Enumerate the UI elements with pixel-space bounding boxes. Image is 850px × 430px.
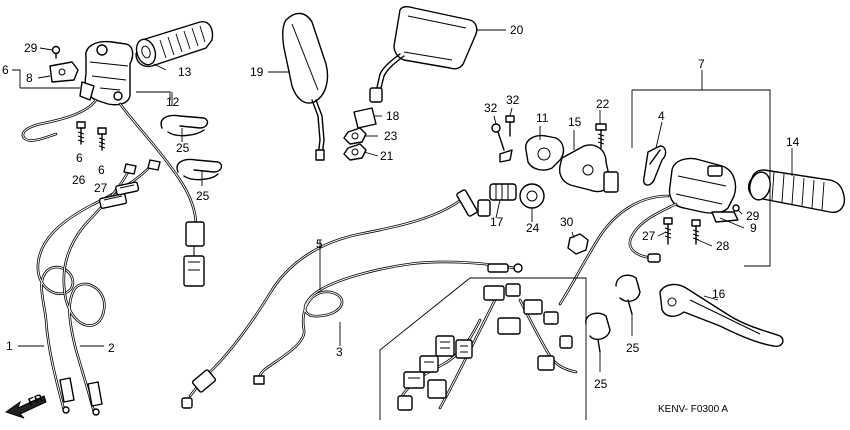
screw-27-right — [663, 217, 673, 245]
callout-14: 14 — [786, 135, 800, 149]
callout-27-left: 27 — [94, 181, 108, 195]
right-switch-harness — [558, 194, 678, 306]
callout-29-right: 29 — [746, 209, 760, 223]
front-direction-arrow: FR. — [4, 391, 48, 419]
callout-25-b: 25 — [196, 189, 210, 203]
right-mirror — [369, 5, 478, 103]
switch-bracket-8 — [49, 61, 79, 83]
callout-12: 12 — [166, 95, 180, 109]
callout-18: 18 — [386, 109, 400, 123]
callout-6-b: 6 — [76, 151, 83, 165]
callout-labels: 29 6 8 13 12 25 25 6 26 6 27 1 2 19 20 1… — [2, 23, 800, 391]
spring-pin — [499, 149, 513, 163]
right-grip — [747, 169, 846, 213]
lever-clamp-25-upper — [615, 274, 641, 315]
callout-19: 19 — [250, 65, 264, 79]
callout-29-left: 29 — [24, 41, 38, 55]
callout-6-c: 6 — [98, 163, 105, 177]
cable-clamp-upper — [160, 114, 209, 137]
throttle-housing-11 — [525, 134, 565, 171]
callout-25-a: 25 — [176, 141, 190, 155]
callout-21: 21 — [380, 149, 394, 163]
callout-1: 1 — [6, 339, 13, 353]
callout-20: 20 — [510, 23, 524, 37]
callout-30: 30 — [560, 215, 574, 229]
screw-26 — [76, 121, 86, 145]
right-handlebar-switch — [668, 157, 737, 214]
diagram-code: KENV- F0300 A — [658, 404, 728, 415]
callout-26: 26 — [72, 173, 86, 187]
throttle-cable-1 — [36, 159, 161, 414]
callout-3: 3 — [336, 345, 343, 359]
switch-plate-9 — [711, 211, 739, 223]
callout-25-c: 25 — [626, 341, 640, 355]
callout-16: 16 — [712, 287, 726, 301]
group-box-7 — [631, 89, 771, 267]
callout-11: 11 — [536, 111, 549, 125]
callout-15: 15 — [568, 115, 582, 129]
mirror-adapter-18 — [353, 107, 377, 129]
callout-7: 7 — [698, 57, 705, 71]
nut-21 — [343, 143, 367, 161]
wire-harness — [397, 283, 578, 411]
callout-28: 28 — [716, 239, 730, 253]
screw-32-right — [505, 115, 515, 137]
screw-27-left — [97, 127, 107, 151]
callout-5: 5 — [316, 237, 323, 251]
callout-2: 2 — [108, 341, 115, 355]
callout-32-left: 32 — [484, 101, 498, 115]
cable-adjusters — [98, 181, 140, 209]
nut-23 — [343, 127, 367, 145]
cable-3 — [253, 260, 523, 385]
callout-6-left: 6 — [2, 63, 9, 77]
callout-25-d: 25 — [594, 377, 608, 391]
front-indicator-label: FR. — [27, 391, 48, 409]
collar-17 — [489, 183, 517, 201]
pulley-24 — [519, 183, 545, 209]
throttle-housing-15 — [558, 144, 619, 193]
throttle-cable-2 — [62, 163, 137, 416]
screw-28 — [691, 219, 701, 245]
callout-32-right: 32 — [506, 93, 520, 107]
throttle-grip — [135, 21, 214, 68]
callout-23: 23 — [384, 129, 398, 143]
callout-27-right: 27 — [642, 229, 656, 243]
clutch-cable-5 — [181, 189, 491, 409]
screw-29-left — [51, 45, 61, 59]
left-mirror — [281, 12, 329, 161]
callout-13: 13 — [178, 65, 192, 79]
callout-4: 4 — [658, 109, 665, 123]
callout-9: 9 — [750, 221, 757, 235]
cable-clamp-lower — [176, 158, 223, 181]
harness-box — [379, 277, 587, 420]
bolt-22 — [595, 123, 607, 149]
lever-clamp-25-lower — [585, 312, 611, 353]
nut-30 — [567, 233, 589, 255]
brake-lever — [659, 283, 784, 348]
screw-29-right — [732, 204, 740, 212]
leader-lines — [12, 29, 793, 372]
callout-24: 24 — [526, 221, 540, 235]
callout-17: 17 — [490, 215, 504, 229]
callout-8: 8 — [26, 71, 33, 85]
switch-wire-harness-left — [21, 98, 205, 287]
callout-22: 22 — [596, 97, 610, 111]
left-handlebar-switch — [79, 40, 134, 106]
switch-part-4 — [642, 145, 667, 186]
screw-32-left — [491, 123, 505, 151]
